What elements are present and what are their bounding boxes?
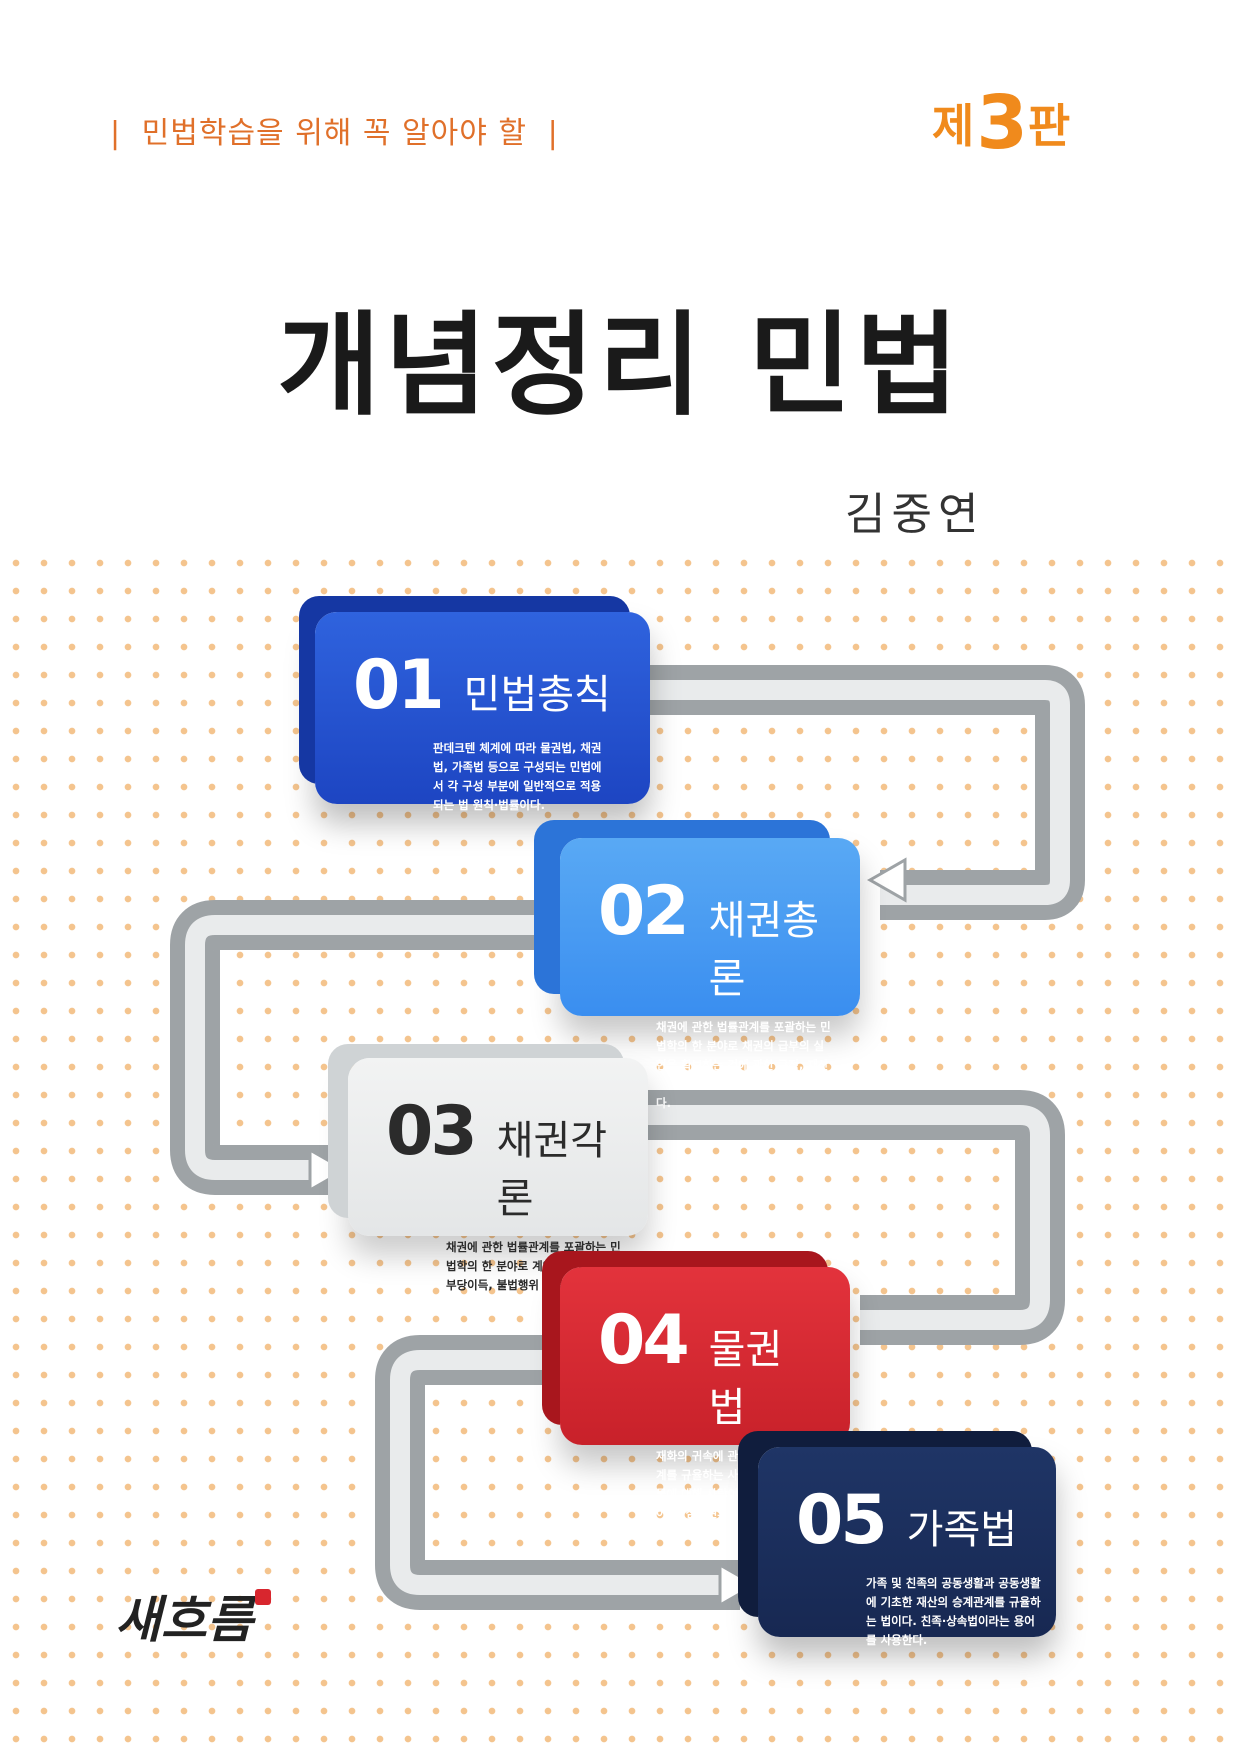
publisher-logo: 새흐름 <box>115 1580 271 1652</box>
edition-suffix: 판 <box>1027 99 1071 153</box>
edition-badge: 제3판 <box>932 80 1070 166</box>
arrowhead-05 <box>718 1562 759 1608</box>
section-name: 가족법 <box>906 1507 1018 1553</box>
section-number: 02 <box>598 872 690 951</box>
publisher-name: 새흐름 <box>115 1590 253 1649</box>
section-description: 판데크텐 체계에 따라 물권법, 채권법, 가족법 등으로 구성되는 민법에서 … <box>433 741 602 812</box>
section-name: 채권각론 <box>496 1118 608 1222</box>
author-name: 김중연 <box>845 489 985 540</box>
tagline-text: 민법학습을 위해 꼭 알아야 할 <box>141 116 528 151</box>
section-number: 04 <box>598 1301 690 1380</box>
section-name: 물권법 <box>708 1327 783 1431</box>
arrowhead-02 <box>866 857 907 903</box>
section-card-01: 01 민법총칙 판데크텐 체계에 따라 물권법, 채권법, 가족법 등으로 구성… <box>315 612 650 812</box>
section-description: 채권에 관한 법률관계를 포괄하는 민법학의 한 분야로 채권의 급부의 실현을… <box>656 1020 831 1110</box>
section-number: 05 <box>796 1481 888 1560</box>
publisher-seal-icon <box>255 1589 271 1605</box>
section-description: 가족 및 친족의 공동생활과 공동생활에 기초한 재산의 승계관계를 규율하는 … <box>866 1576 1041 1647</box>
section-card-04: 04 물권법 재화의 귀속에 관한 사람의 지배 관계를 규율하는 사법이다. … <box>560 1267 850 1539</box>
section-number: 03 <box>386 1092 478 1171</box>
section-card-03: 03 채권각론 채권에 관한 법률관계를 포괄하는 민법학의 한 분야로 계약과… <box>348 1058 648 1292</box>
tagline: | 민법학습을 위해 꼭 알아야 할 | <box>100 108 569 152</box>
tagline-bar-right: | <box>547 116 559 151</box>
section-name: 민법총칙 <box>463 672 611 718</box>
edition-prefix: 제 <box>932 99 975 153</box>
arrowhead-03 <box>308 1147 349 1193</box>
section-name: 채권총론 <box>708 898 820 1002</box>
section-number: 01 <box>353 646 445 725</box>
section-card-05: 05 가족법 가족 및 친족의 공동생활과 공동생활에 기초한 재산의 승계관계… <box>758 1447 1056 1647</box>
book-title: 개념정리 민법 <box>277 301 963 431</box>
section-card-02: 02 채권총론 채권에 관한 법률관계를 포괄하는 민법학의 한 분야로 채권의… <box>560 838 860 1110</box>
tagline-bar-left: | <box>110 116 122 151</box>
edition-number: 3 <box>976 80 1027 166</box>
